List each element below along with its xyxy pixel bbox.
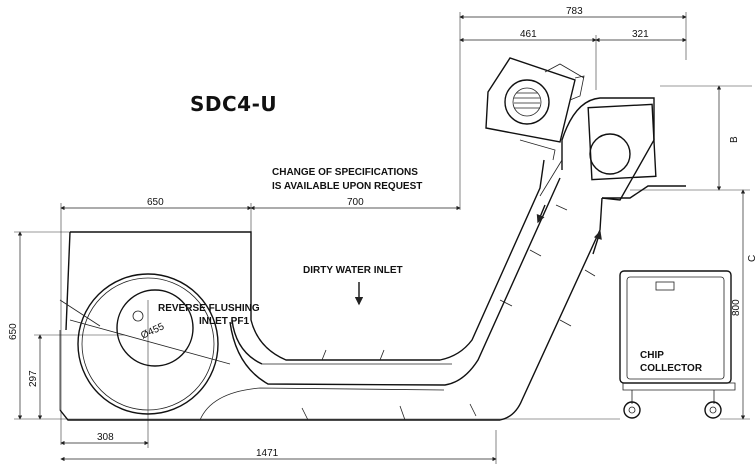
spec-note-line1: CHANGE OF SPECIFICATIONS <box>272 167 418 178</box>
model-title: SDC4-U <box>190 92 277 116</box>
reverse-flushing-label-2: INLET PF1 <box>199 316 249 327</box>
dim-783: 783 <box>566 6 583 17</box>
dim-650-side: 650 <box>8 323 19 340</box>
dim-461: 461 <box>520 29 537 40</box>
chip-collector-label-1: CHIP <box>640 350 664 361</box>
dim-1471: 1471 <box>256 448 279 459</box>
dim-321: 321 <box>632 29 649 40</box>
reverse-flushing-label-1: REVERSE FLUSHING <box>158 303 260 314</box>
dirty-water-label: DIRTY WATER INLET <box>303 265 403 276</box>
dim-diameter: Ø455 <box>139 321 166 341</box>
dim-308: 308 <box>97 432 114 443</box>
chip-collector-label-2: COLLECTOR <box>640 363 703 374</box>
filter-drum <box>59 273 231 415</box>
dim-800: 800 <box>731 299 742 316</box>
chip-collector <box>619 270 736 419</box>
conveyor-body <box>59 57 686 421</box>
dim-650-top: 650 <box>147 197 164 208</box>
dim-297: 297 <box>28 370 39 387</box>
spec-note-line2: IS AVAILABLE UPON REQUEST <box>272 181 422 192</box>
dimension-lines <box>14 12 752 464</box>
dim-700: 700 <box>347 197 364 208</box>
dim-c: C <box>747 255 755 262</box>
dim-b: B <box>729 136 740 143</box>
